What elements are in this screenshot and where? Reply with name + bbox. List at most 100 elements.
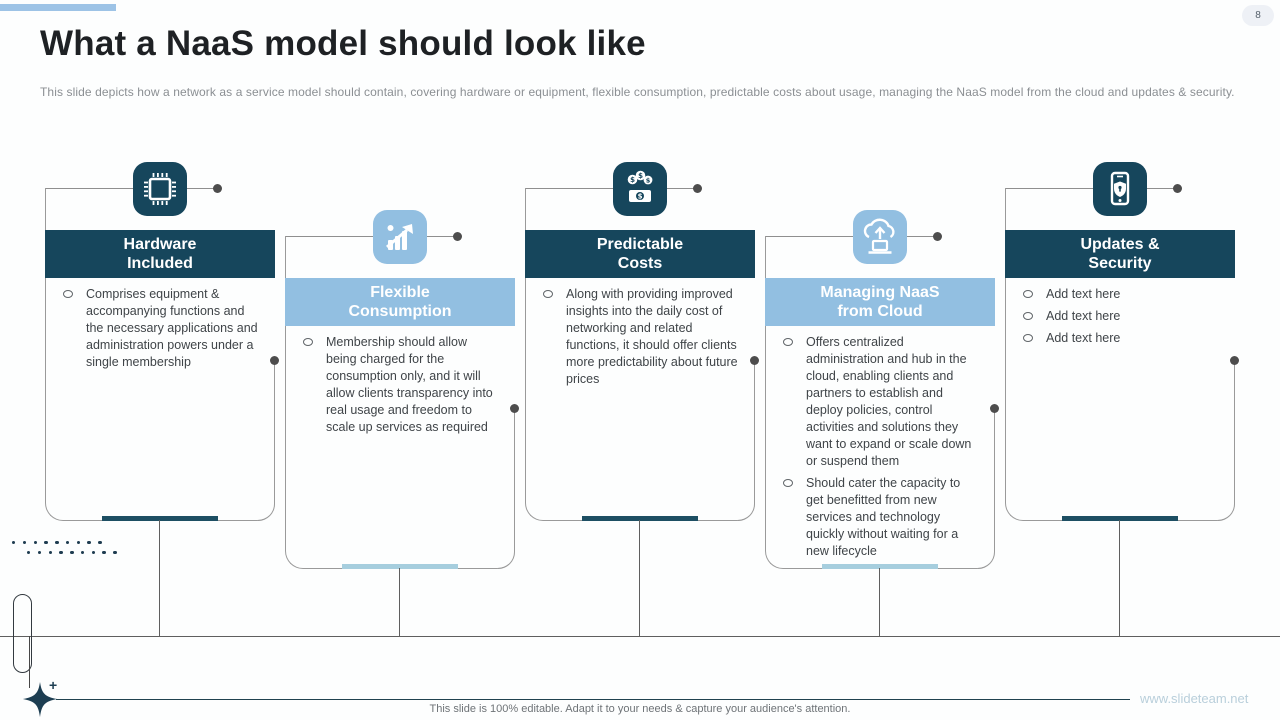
card-title-line1: Hardware (123, 236, 197, 253)
icon-tile (853, 210, 907, 264)
connector-line (1119, 520, 1120, 637)
footer-divider (56, 699, 1130, 700)
accent-underline (342, 564, 458, 569)
list-item: Add text here (1023, 330, 1227, 347)
icon-tile (1093, 162, 1147, 216)
connector-line (639, 520, 640, 637)
connector-dot (1230, 356, 1239, 365)
dots-pattern (27, 551, 124, 555)
slide-description: This slide depicts how a network as a se… (40, 85, 1235, 99)
connector-line (29, 636, 30, 688)
connector-dot (270, 356, 279, 365)
connector-line (525, 188, 613, 189)
card-title: Hardware Included (45, 230, 275, 278)
page-number-badge: 8 (1242, 5, 1274, 26)
connector-line (667, 188, 694, 189)
card-title-line1: Predictable (596, 236, 684, 253)
card-title: Predictable Costs (525, 230, 755, 278)
list-item: Comprises equipment & accompanying funct… (63, 286, 267, 371)
card-frame-right (1218, 361, 1235, 521)
accent-underline (582, 516, 698, 521)
cpu-chip-icon (144, 173, 176, 205)
top-accent-bar (0, 4, 116, 11)
card-updates-security: Updates & Security Add text here Add tex… (1005, 162, 1239, 642)
icon-tile (133, 162, 187, 216)
bullet-text: Add text here (1046, 309, 1121, 323)
money-coins-icon: $ $ $ $ (627, 170, 653, 202)
bullet-icon (63, 290, 73, 298)
accent-underline (102, 516, 218, 521)
card-title-line2: Included (127, 255, 193, 272)
bullet-icon (543, 290, 553, 298)
card-title-line1: Updates & (1080, 236, 1160, 253)
card-frame-right (258, 361, 275, 521)
list-item: Add text here (1023, 308, 1227, 325)
connector-dot (933, 232, 942, 241)
watermark-url: www.slideteam.net (1140, 691, 1249, 706)
card-body: Offers centralized administration and hu… (783, 334, 987, 565)
svg-text:$: $ (638, 172, 643, 180)
growth-chart-icon (386, 224, 413, 250)
card-title-line2: from Cloud (837, 303, 923, 320)
connector-dot (693, 184, 702, 193)
connector-line (1147, 188, 1174, 189)
bullet-icon (1023, 290, 1033, 298)
svg-text:$: $ (630, 176, 635, 184)
card-body: Membership should allow being charged fo… (303, 334, 507, 441)
bullet-icon (303, 338, 313, 346)
card-title: Updates & Security (1005, 230, 1235, 278)
bullet-text: Add text here (1046, 331, 1121, 345)
capsule-shape (13, 594, 32, 673)
sparkle-icon (21, 681, 59, 720)
dots-pattern (12, 541, 109, 545)
connector-dot (1173, 184, 1182, 193)
connector-line (879, 568, 880, 637)
card-title-line2: Costs (617, 255, 663, 272)
bullet-text: Membership should allow being charged fo… (326, 335, 493, 434)
list-item: Should cater the capacity to get benefit… (783, 475, 987, 560)
list-item: Along with providing improved insights i… (543, 286, 747, 388)
icon-tile (373, 210, 427, 264)
icon-tile: $ $ $ $ (613, 162, 667, 216)
bullet-icon (783, 479, 793, 487)
card-flexible-consumption: Flexible Consumption Membership should a… (285, 210, 519, 690)
card-body: Along with providing improved insights i… (543, 286, 747, 393)
connector-line (45, 188, 133, 189)
card-body: Add text here Add text here Add text her… (1023, 286, 1227, 352)
connector-line (427, 236, 454, 237)
connector-dot (213, 184, 222, 193)
connector-line (907, 236, 934, 237)
card-title: Flexible Consumption (285, 278, 515, 326)
list-item: Add text here (1023, 286, 1227, 303)
connector-dot (453, 232, 462, 241)
page-number: 8 (1255, 10, 1261, 21)
bullet-text: Should cater the capacity to get benefit… (806, 476, 961, 558)
bullet-text: Offers centralized administration and hu… (806, 335, 972, 468)
card-hardware-included: Hardware Included Comprises equipment & … (45, 162, 279, 642)
plus-icon: + (49, 677, 58, 693)
connector-line (285, 236, 373, 237)
mobile-security-icon (1110, 171, 1130, 206)
bullet-icon (1023, 334, 1033, 342)
card-predictable-costs: $ $ $ $ Predictable Costs Along with pro… (525, 162, 759, 642)
card-managing-naas-from-cloud: Managing NaaS from Cloud Offers centrali… (765, 210, 999, 690)
card-title-line2: Security (1088, 255, 1152, 272)
bullet-text: Add text here (1046, 287, 1121, 301)
horizontal-rail-line (0, 636, 1280, 637)
bullet-icon (783, 338, 793, 346)
connector-dot (750, 356, 759, 365)
connector-line (187, 188, 214, 189)
accent-underline (822, 564, 938, 569)
connector-dot (510, 404, 519, 413)
card-title-line2: Consumption (348, 303, 452, 320)
page-title: What a NaaS model should look like (40, 24, 646, 63)
connector-dot (990, 404, 999, 413)
connector-line (159, 520, 160, 637)
bullet-text: Along with providing improved insights i… (566, 287, 738, 386)
connector-line (1005, 188, 1093, 189)
svg-text:$: $ (646, 177, 651, 185)
bullet-text: Comprises equipment & accompanying funct… (86, 287, 258, 369)
connector-line (399, 568, 400, 637)
list-item: Offers centralized administration and hu… (783, 334, 987, 470)
